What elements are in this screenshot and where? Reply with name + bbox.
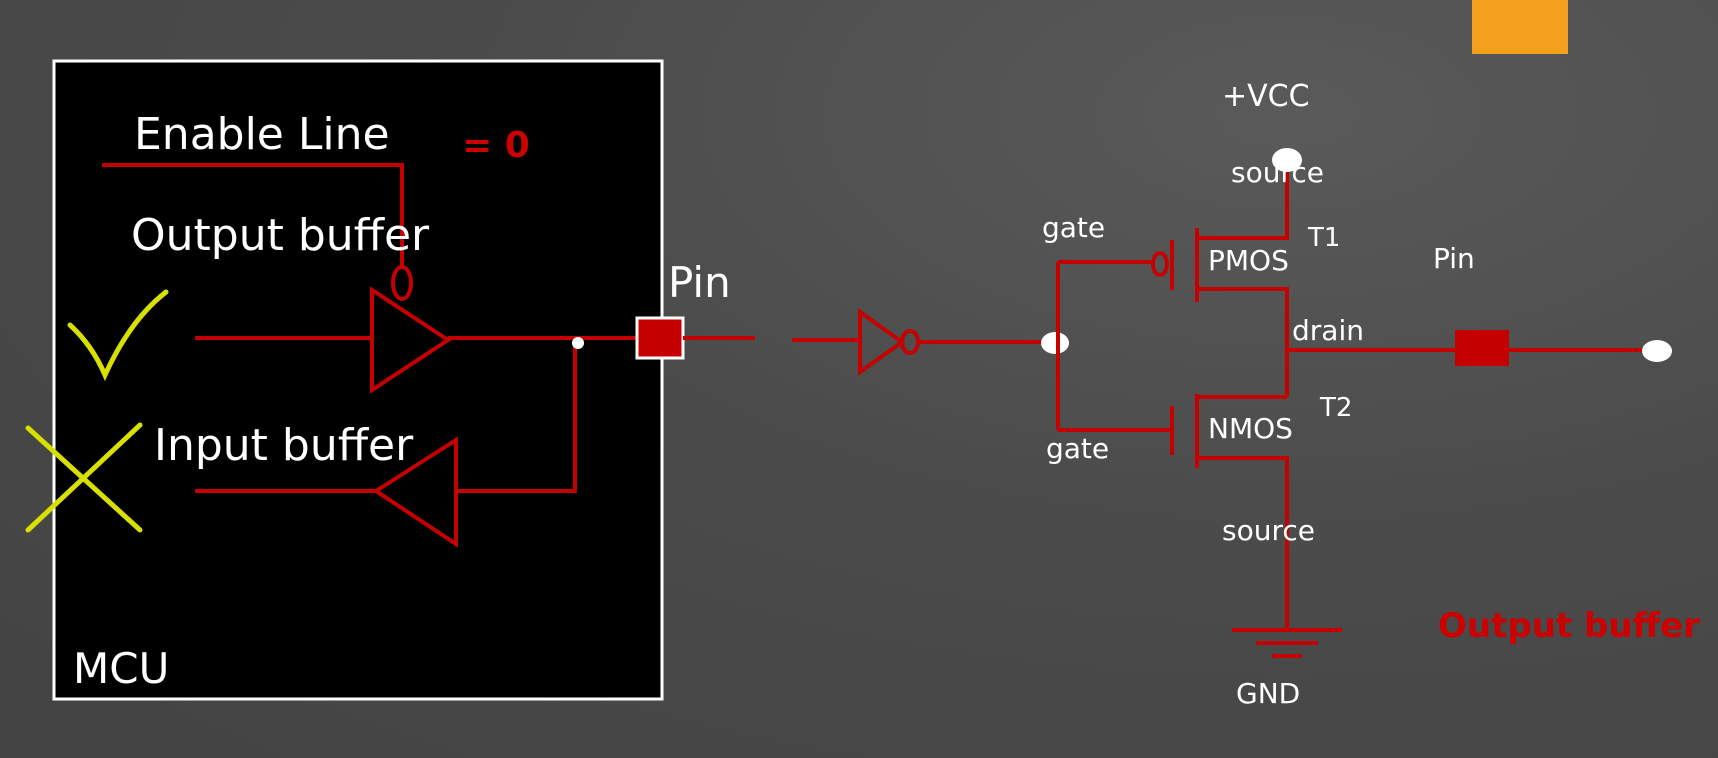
vcc-node: [1272, 148, 1302, 172]
source-bottom-label: source: [1222, 514, 1315, 547]
output-buffer-label: Output buffer: [131, 210, 430, 261]
vcc-label: +VCC: [1222, 79, 1310, 114]
pin-left-square: [635, 316, 685, 360]
pin-left-label: Pin: [668, 258, 731, 307]
pmos-gate-bubble: [1151, 251, 1169, 277]
enable-bubble: [391, 265, 413, 301]
output-buffer-title: Output buffer: [1438, 606, 1700, 646]
pin-right-square: [1455, 330, 1509, 366]
enable-value-label: = 0: [462, 125, 530, 166]
drain-label: drain: [1292, 314, 1364, 347]
enable-line-wire: [102, 163, 404, 268]
check-icon: [67, 289, 169, 382]
nmos-label: NMOS: [1208, 412, 1293, 445]
junction-dot: [572, 337, 584, 349]
inverter-triangle: [858, 308, 906, 376]
gate-top-label: gate: [1042, 211, 1105, 244]
output-node: [1642, 340, 1672, 362]
pmos-drain-wire: [1197, 287, 1289, 397]
gnd-label: GND: [1236, 677, 1300, 710]
mcu-label: MCU: [73, 644, 169, 693]
input-buffer-label: Input buffer: [154, 420, 414, 471]
mcu-box: [52, 59, 664, 701]
pmos-source-wire: [1197, 165, 1289, 240]
enable-line-label: Enable Line: [134, 109, 390, 160]
source-top-label: source: [1231, 156, 1324, 189]
accent-box: [1472, 0, 1568, 54]
input-buffer-triangle: [372, 436, 458, 548]
cross-icon: [25, 422, 143, 533]
nmos-source-wire: [1197, 456, 1289, 628]
t2-label: T2: [1319, 393, 1352, 423]
gate-bottom-label: gate: [1046, 432, 1109, 465]
pin-right-label: Pin: [1433, 242, 1475, 275]
input-buffer-feedback-wire: [456, 338, 577, 493]
pmos-label: PMOS: [1208, 244, 1289, 277]
t1-label: T1: [1307, 223, 1340, 253]
gate-node: [1041, 332, 1069, 354]
